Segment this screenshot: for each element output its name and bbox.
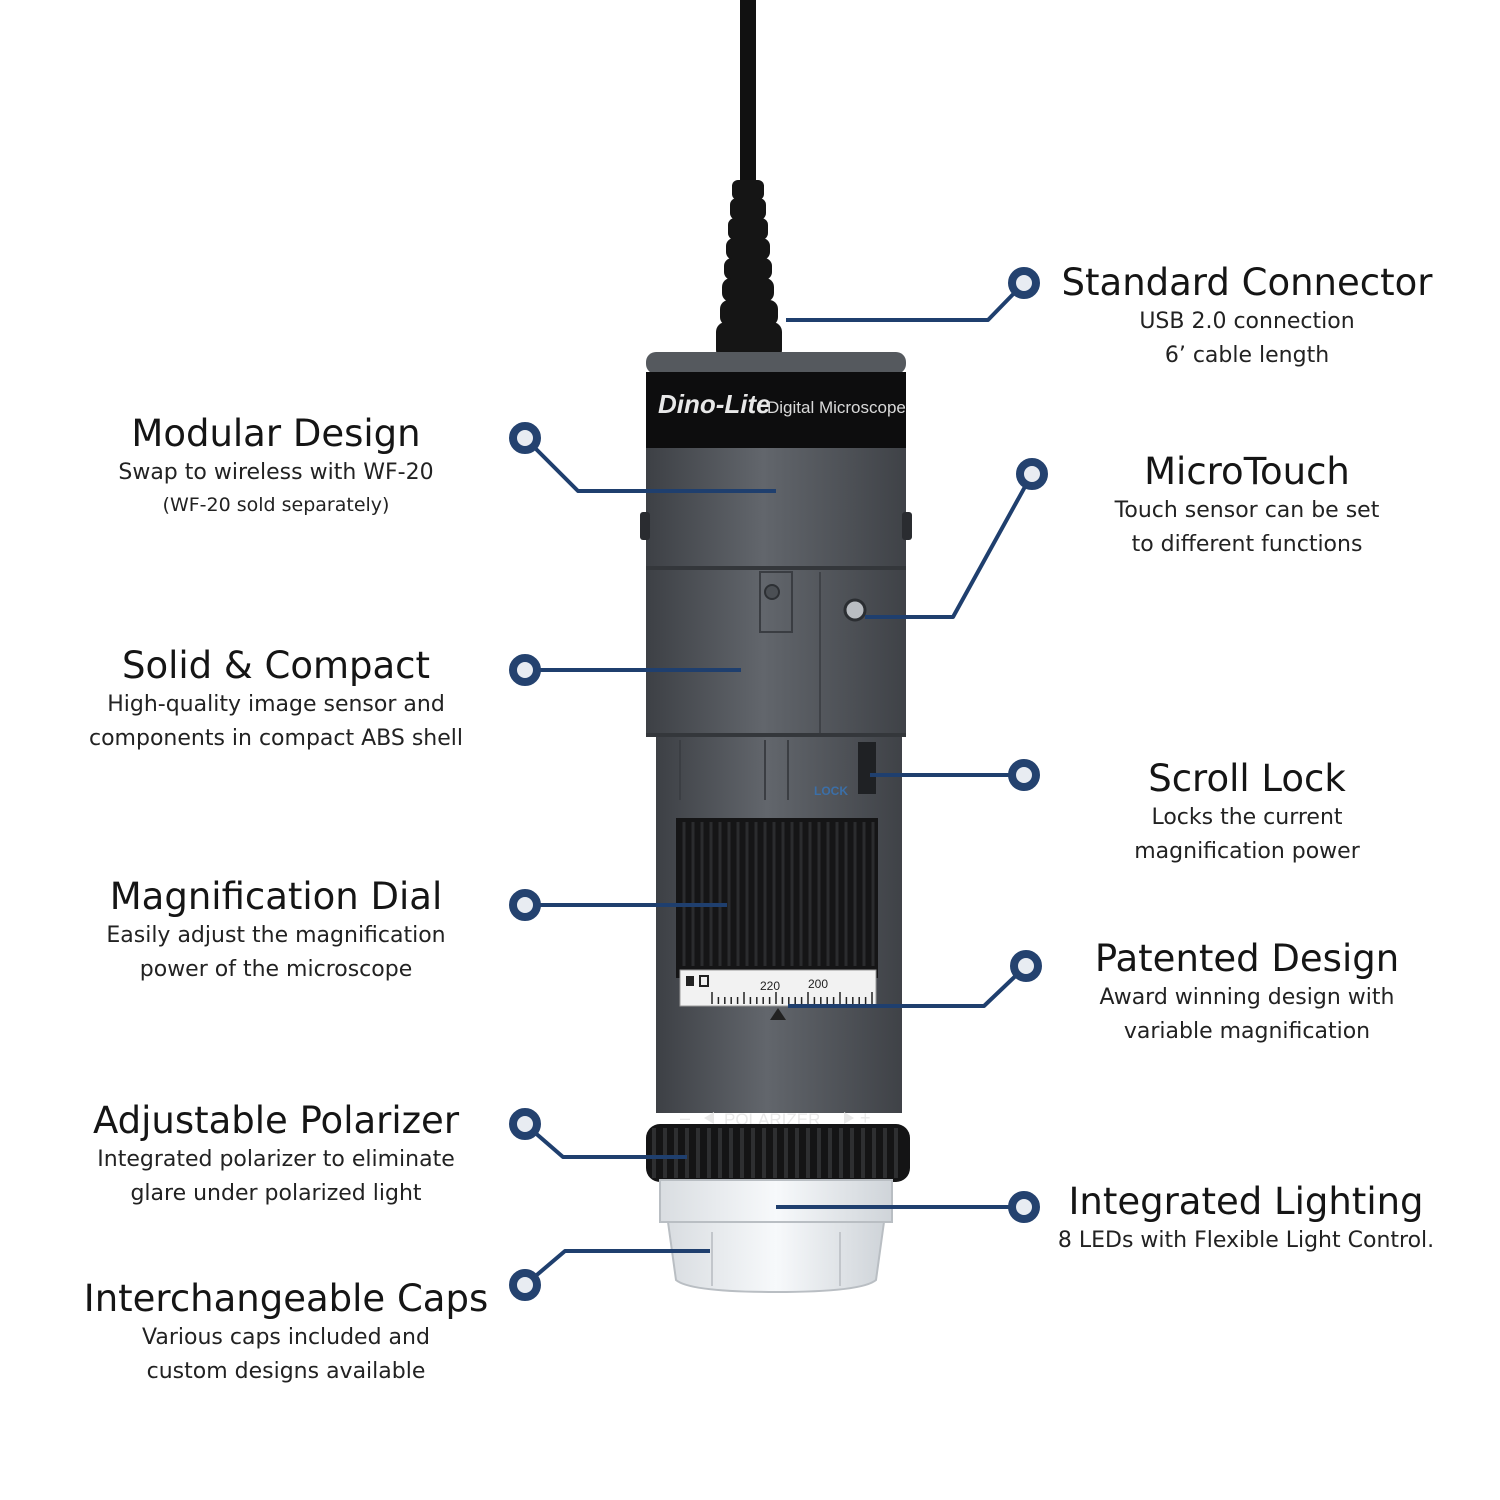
solid-compact-callout-dot [509, 654, 541, 686]
usb-cable [716, 0, 782, 360]
microtouch-sensor-button[interactable] [843, 598, 867, 622]
modular-design-callout-line [523, 436, 776, 493]
feature-desc: High-quality image sensor and [107, 692, 445, 717]
feature-desc: magnification power [1134, 839, 1360, 864]
feature-desc: Various caps included and [142, 1325, 430, 1350]
feature-desc: Touch sensor can be set [1114, 498, 1380, 523]
feature-scroll-lock: Scroll Lock Locks the current magnificat… [1047, 757, 1447, 869]
arrow-left-icon [704, 1112, 714, 1124]
polarizer-ring[interactable]: – POLARIZER + [646, 1108, 910, 1182]
interchangeable-caps-callout-line [523, 1249, 710, 1287]
patented-design-callout-line [788, 964, 1028, 1008]
feature-title: Patented Design [1094, 937, 1400, 980]
feature-patented-design: Patented Design Award winning design wit… [1047, 937, 1447, 1049]
feature-microtouch: MicroTouch Touch sensor can be set to di… [1047, 450, 1447, 562]
interchangeable-cap[interactable] [659, 1179, 893, 1294]
magnification-dial[interactable]: 220 200 [676, 818, 878, 1020]
arrow-right-icon [844, 1112, 854, 1124]
feature-desc: Easily adjust the magnification [106, 923, 446, 948]
scroll-lock-switch[interactable] [858, 742, 876, 794]
dial-icon [686, 976, 694, 986]
brand-logo: Dino-Lite [658, 389, 771, 419]
integrated-lighting-callout-dot [1008, 1191, 1040, 1223]
feature-desc: Locks the current [1151, 805, 1343, 830]
feature-standard-connector: Standard Connector USB 2.0 connection 6’… [1047, 261, 1447, 373]
feature-magnification-dial: Magnification Dial Easily adjust the mag… [56, 875, 496, 987]
adjustable-polarizer-callout-line [523, 1122, 687, 1159]
feature-desc: power of the microscope [139, 957, 413, 982]
feature-desc: 6’ cable length [1164, 343, 1330, 368]
feature-title: Scroll Lock [1148, 757, 1346, 800]
feature-desc: (WF-20 sold separately) [162, 494, 390, 516]
device-top-band: Dino-Lite Digital Microscope [646, 352, 906, 450]
standard-connector-callout-line [786, 281, 1026, 322]
feature-desc: USB 2.0 connection [1139, 309, 1355, 334]
feature-title: Interchangeable Caps [83, 1277, 489, 1320]
feature-title: Magnification Dial [109, 875, 443, 918]
feature-solid-compact: Solid & Compact High-quality image senso… [56, 644, 496, 756]
feature-interchangeable-caps: Interchangeable Caps Various caps includ… [56, 1277, 516, 1389]
feature-desc: Award winning design with [1099, 985, 1395, 1010]
magnification-dial-callout-dot [509, 889, 541, 921]
model-label: Digital Microscope [767, 398, 906, 417]
feature-desc: glare under polarized light [130, 1181, 422, 1206]
feature-modular-design: Modular Design Swap to wireless with WF-… [56, 412, 496, 520]
dial-mark: 200 [808, 977, 828, 991]
feature-title: Solid & Compact [121, 644, 431, 687]
feature-integrated-lighting: Integrated Lighting 8 LEDs with Flexible… [1030, 1180, 1462, 1258]
dial-icon [699, 975, 709, 987]
lock-label: LOCK [814, 784, 848, 798]
dial-pointer-icon [770, 1008, 786, 1020]
feature-desc: Integrated polarizer to eliminate [97, 1147, 455, 1172]
feature-title: Standard Connector [1061, 261, 1433, 304]
feature-desc: custom designs available [146, 1359, 426, 1384]
dial-mark: 220 [760, 979, 780, 993]
modular-design-callout-dot [509, 422, 541, 454]
polarizer-minus: – [680, 1108, 690, 1128]
screw-icon [764, 584, 780, 600]
patented-design-callout-dot [1010, 950, 1042, 982]
feature-desc: to different functions [1131, 532, 1363, 557]
microtouch-callout-dot [1016, 458, 1048, 490]
microtouch-callout-line [865, 473, 1034, 619]
feature-desc: components in compact ABS shell [89, 726, 463, 751]
feature-title: MicroTouch [1144, 450, 1350, 493]
feature-desc: 8 LEDs with Flexible Light Control. [1057, 1228, 1435, 1253]
feature-title: Integrated Lighting [1068, 1180, 1424, 1223]
feature-desc: variable magnification [1123, 1019, 1371, 1044]
scroll-lock-callout-dot [1008, 759, 1040, 791]
interchangeable-caps-callout-dot [509, 1269, 541, 1301]
feature-title: Modular Design [131, 412, 421, 455]
standard-connector-callout-dot [1008, 267, 1040, 299]
feature-title: Adjustable Polarizer [92, 1099, 460, 1142]
adjustable-polarizer-callout-dot [509, 1108, 541, 1140]
polarizer-plus: + [860, 1108, 871, 1128]
feature-desc: Swap to wireless with WF-20 [118, 460, 434, 485]
feature-adjustable-polarizer: Adjustable Polarizer Integrated polarize… [56, 1099, 496, 1211]
